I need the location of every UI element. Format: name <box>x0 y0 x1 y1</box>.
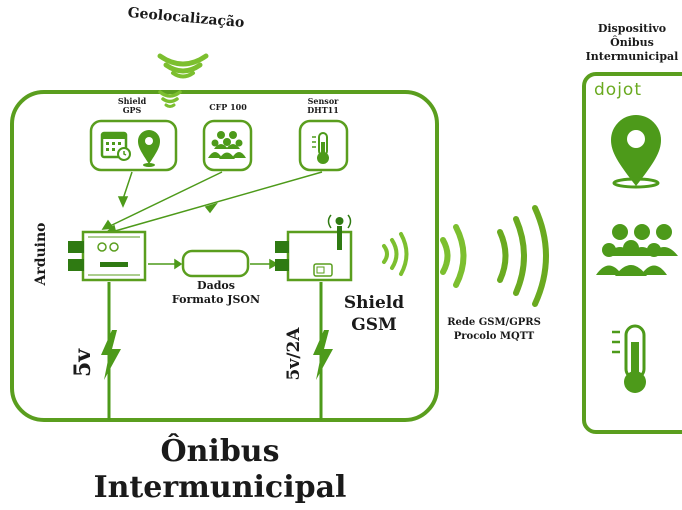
people-group-icon <box>208 131 246 159</box>
device-title-line1: Dispositivo <box>597 22 667 35</box>
link-arrows <box>148 258 279 270</box>
gps-card-label: Shield GPS <box>117 96 147 115</box>
json-label-line1: Dados <box>197 279 235 292</box>
json-box <box>181 249 250 278</box>
gsm-label-line2: GSM <box>351 315 397 335</box>
location-pin-icon <box>138 130 160 167</box>
gsm-power-bolt-icon <box>313 330 333 380</box>
cfp-card-label: CFP 100 <box>209 102 247 112</box>
dht-card-label: Sensor DHT11 <box>307 96 339 115</box>
device-title-line2: Ônibus <box>610 36 654 49</box>
bus-title-line2: Intermunicipal <box>93 470 347 505</box>
network-label-line2: Procolo MQTT <box>453 331 535 342</box>
network-label-line1: Rede GSM/GPRS <box>447 317 541 328</box>
gsm-signal-icon <box>382 232 409 276</box>
gsm-label-line1: Shield <box>343 293 405 313</box>
arduino-board-icon <box>68 230 147 282</box>
calendar-clock-icon <box>100 131 131 161</box>
arduino-label: Arduino <box>33 222 49 286</box>
bus-board <box>10 90 439 422</box>
geolocation-wave-icon <box>157 53 209 79</box>
arduino-power-bolt-icon <box>101 330 121 380</box>
dojot-logo: dojot <box>594 80 642 100</box>
bus-title-line1: Ônibus <box>160 434 280 469</box>
gps-signal-icon <box>158 90 182 108</box>
device-title-line3: Intermunicipal <box>585 50 679 63</box>
json-label-line2: Formato JSON <box>171 293 261 306</box>
device-temperature-icon <box>612 324 646 393</box>
thermometer-icon <box>312 132 329 164</box>
gsm-power-label: 5v/2A <box>284 327 304 381</box>
device-passengers-icon <box>596 224 678 276</box>
network-waves-icon <box>440 205 549 307</box>
device-location-icon <box>611 115 661 189</box>
arduino-power-label: 5v <box>70 348 96 378</box>
gsm-shield-icon <box>275 214 353 282</box>
sensor-arrows <box>101 171 323 235</box>
device-panel <box>582 72 682 434</box>
